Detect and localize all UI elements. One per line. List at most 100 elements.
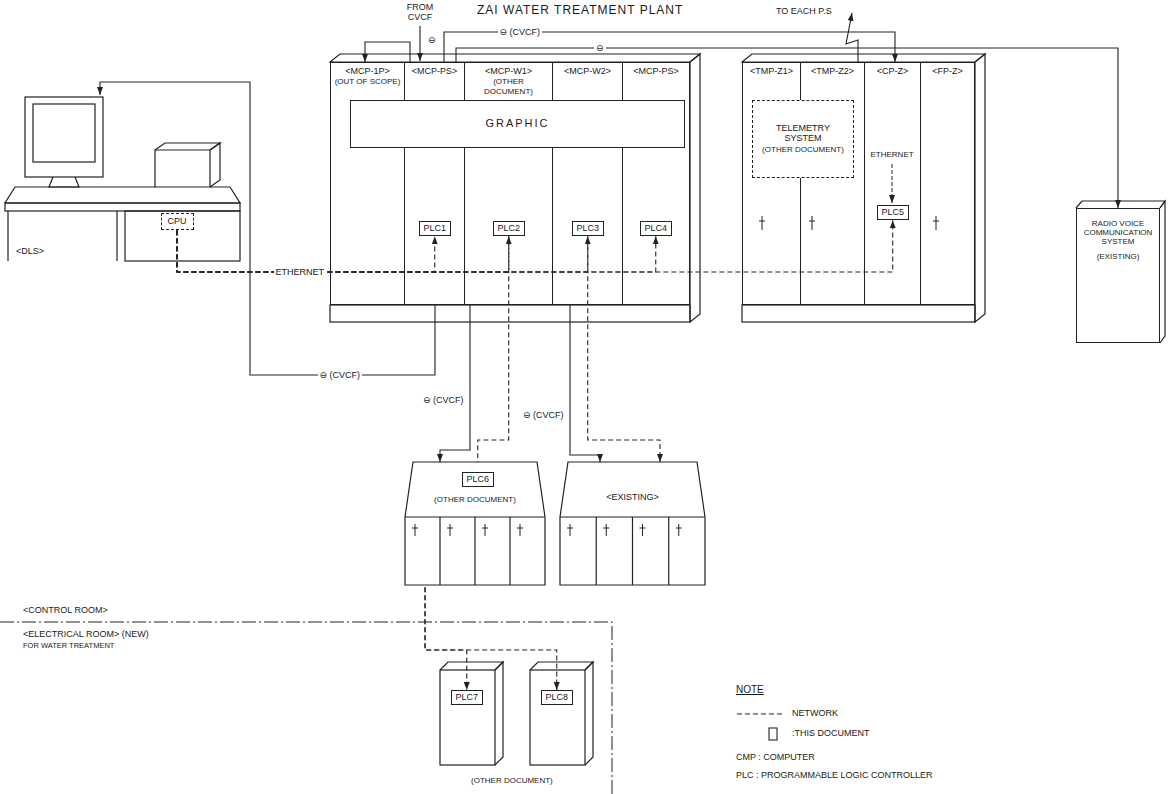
connector-label: ⊖ (594, 43, 606, 53)
legend-sample (735, 707, 785, 721)
desk-edge (5, 203, 240, 211)
room-label: <ELECTRICAL ROOM> (NEW) (22, 629, 150, 639)
monitor-screen (33, 104, 95, 162)
document-note: (OTHER DOCUMENT) (470, 776, 554, 785)
door-handle (447, 524, 453, 536)
door-divider (474, 517, 475, 585)
plc-label: PLC5 (881, 207, 906, 217)
mcp-cabinet-row (330, 54, 700, 322)
power-feed (440, 305, 470, 462)
plc-box: PLC6 (462, 472, 495, 487)
cabinet-top (742, 54, 985, 62)
cabinet-panel: <CP-Z>PLC5 (864, 62, 921, 305)
plc-label: PLC3 (576, 223, 601, 233)
supply-arrow (419, 26, 420, 61)
plc-box: PLC1 (419, 221, 452, 236)
desk-outline (560, 462, 705, 585)
door-handle (603, 524, 609, 536)
cabinet-panel: <MCP-W2> PLC3 (552, 62, 623, 305)
panel-note: (OTHER DOCUMENT) (467, 77, 550, 95)
cabinet-base (330, 305, 690, 322)
graphic-panel: GRAPHIC (350, 100, 685, 148)
control-desk: <EXISTING> (560, 462, 705, 585)
network-link (177, 230, 588, 272)
room-note: FOR WATER TREATMENT (22, 642, 115, 651)
printer-front (155, 150, 210, 187)
plc-cabinet (440, 670, 495, 765)
cabinet-panel: <MCP-1P>(OUT OF SCOPE) (330, 62, 405, 305)
network-line-sample (737, 713, 783, 714)
telemetry-box: TELEMETRY SYSTEM(OTHER DOCUMENT) (752, 100, 854, 178)
plc-box: PLC8 (541, 690, 574, 705)
desk-note: (OTHER DOCUMENT) (433, 495, 517, 504)
desk-body (405, 462, 545, 585)
source-label: FROM CVCF (401, 2, 439, 23)
connector-label: ETHERNET (274, 267, 327, 277)
panel-tag: <TMP-Z2> (810, 66, 855, 76)
plc-box: PLC7 (451, 690, 484, 705)
radio-cabinet-body (1076, 201, 1165, 343)
desk-tag: <EXISTING> (605, 492, 660, 502)
network-link (177, 230, 656, 272)
cabinet-panel: <MCP-PS>PLC1 (404, 62, 465, 305)
radio-cabinet: RADIO VOICE COMMUNICATION SYSTEM(EXISTIN… (1076, 208, 1160, 343)
desk-leg (7, 211, 8, 261)
control-desk: (OTHER DOCUMENT) PLC6 (405, 462, 545, 585)
plc-box: PLC3 (572, 221, 605, 236)
legend-row: NETWORK (735, 704, 871, 724)
panel-tag: <TMP-Z1> (749, 66, 794, 76)
room-label: <CONTROL ROOM> (22, 605, 109, 615)
connector-label: ⊖ (CVCF) (498, 27, 543, 37)
network-link (177, 230, 435, 272)
network-label: ETHERNET (870, 150, 915, 159)
network-link (588, 236, 660, 462)
cabinet-panel: <MCP-PS> PLC4 (622, 62, 690, 305)
panel-tag: <MCP-PS> (632, 66, 680, 76)
connector-label: ⊖ (CVCF) (318, 370, 363, 380)
operator-console: <DLS>CPU (5, 95, 240, 265)
door-handle (567, 524, 573, 536)
plc-box: PLC2 (493, 221, 526, 236)
breaker-symbol: ⊖ (427, 35, 437, 45)
status-note: (EXISTING) (1096, 252, 1141, 261)
telemetry-link-arrow (846, 13, 858, 62)
door-handles (759, 216, 939, 230)
note-heading: NOTE (735, 684, 765, 696)
door-divider (439, 517, 440, 585)
plc-label: PLC7 (455, 692, 480, 702)
plc-label: PLC6 (466, 474, 491, 484)
door-handle (933, 216, 939, 230)
connector-label: ⊖ (CVCF) (421, 395, 466, 405)
plc-box: PLC5 (877, 205, 910, 220)
plc-label: PLC8 (545, 692, 570, 702)
legend: NETWORK:THIS DOCUMENT (735, 704, 871, 744)
door-divider (596, 517, 597, 585)
system-name: TELEMETRY SYSTEM (757, 123, 849, 144)
door-divider (632, 517, 633, 585)
plc-label: PLC2 (497, 223, 522, 233)
abbreviation-note: CMP : COMPUTER (735, 752, 816, 762)
cabinet-side (1160, 201, 1165, 343)
panel-tag: <FP-Z> (931, 66, 964, 76)
legend-row: :THIS DOCUMENT (735, 724, 871, 744)
cabinet-side (690, 54, 700, 322)
panel-tag: <MCP-W2> (563, 66, 612, 76)
door-divider (668, 517, 669, 585)
panel-note: (OTHER DOCUMENT) (761, 145, 845, 154)
door-handle (676, 524, 682, 536)
plc-label: PLC4 (644, 223, 669, 233)
cabinet-panel: <TMP-Z2> (800, 62, 865, 305)
leader-line (892, 164, 893, 203)
cabinet-panel: <TMP-Z1> (742, 62, 801, 305)
console-illustration (5, 97, 240, 261)
cabinet-top (440, 662, 503, 670)
power-feed (365, 42, 410, 62)
door-divider (509, 517, 510, 585)
network-link (478, 236, 509, 472)
network-link (177, 220, 893, 272)
cabinet-panel: <FP-Z> (920, 62, 975, 305)
console-shape (5, 95, 240, 265)
cpu-label: CPU (167, 216, 188, 226)
desk-leg (116, 211, 117, 261)
